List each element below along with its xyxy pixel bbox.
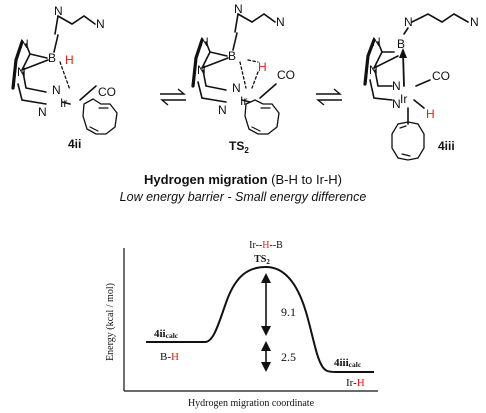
atom-label: N — [369, 63, 378, 77]
atom-label: N — [234, 2, 243, 16]
atom-label: Ir — [400, 92, 407, 106]
ts-structure-label: Ir--H--B — [249, 240, 283, 251]
atom-label: N — [276, 15, 285, 29]
atom-label: CO — [432, 69, 450, 83]
x-axis-label: Hydrogen migration coordinate — [188, 398, 315, 409]
atom-label: B — [397, 37, 405, 51]
left-state-label: 4iicalc — [154, 328, 179, 340]
atom-label: N — [54, 4, 63, 18]
ts-state-label: TS2 — [254, 254, 270, 266]
right-state-label: 4iiicalc — [334, 357, 362, 369]
atom-label: N — [17, 65, 26, 79]
atom-label: H — [258, 60, 267, 74]
caption-subtitle: Low energy barrier - Small energy differ… — [120, 190, 367, 204]
atom-label: B — [48, 51, 56, 65]
caption-title: Hydrogen migration (B-H to Ir-H) — [144, 172, 342, 187]
atom-label: N — [470, 15, 479, 29]
compound-label-ts2: TS2 — [229, 139, 249, 155]
compound-label-4ii: 4ii — [68, 137, 81, 151]
left-bond-label: B-H — [160, 351, 179, 363]
atom-label: B — [228, 49, 236, 63]
atom-label: N — [372, 35, 381, 49]
atom-label: N — [38, 105, 47, 119]
compound-label-4iii: 4iii — [438, 139, 455, 153]
energy-profile-curve — [146, 265, 374, 373]
atom-label: N — [197, 63, 206, 77]
structure-4iii: N N N B H N N Ir CO N 4iii — [363, 13, 479, 161]
atom-label: CO — [277, 68, 295, 82]
atom-label: N — [218, 103, 227, 117]
difference-value: 2.5 — [281, 350, 296, 364]
atom-label: Ir — [240, 94, 247, 108]
atom-label: N — [392, 79, 401, 93]
barrier-arrow — [261, 273, 271, 336]
structure-4ii: N N N B H N N Ir CO N 4ii — [11, 4, 118, 151]
structure-ts2: N N N B H N N Ir CO N TS2 — [191, 2, 295, 155]
energy-diagram: Energy (kcal / mol) Hydrogen migration c… — [105, 240, 378, 409]
atom-label: N — [404, 15, 413, 29]
atom-label: Ir — [60, 96, 67, 110]
equilibrium-arrows-1 — [160, 88, 186, 106]
right-bond-label: Ir-H — [346, 377, 365, 389]
atom-label: N — [392, 97, 401, 111]
energy-difference-arrow — [261, 341, 271, 372]
atom-label: CO — [98, 85, 116, 99]
atom-label: H — [426, 107, 435, 121]
barrier-value: 9.1 — [281, 305, 296, 319]
atom-label: N — [200, 35, 209, 49]
atom-label: N — [52, 83, 61, 97]
y-axis-label: Energy (kcal / mol) — [105, 283, 116, 361]
atom-label: H — [65, 53, 74, 67]
equilibrium-arrows-2 — [316, 88, 342, 106]
atom-label: N — [20, 37, 29, 51]
atom-label: N — [96, 17, 105, 31]
atom-label: N — [232, 81, 241, 95]
